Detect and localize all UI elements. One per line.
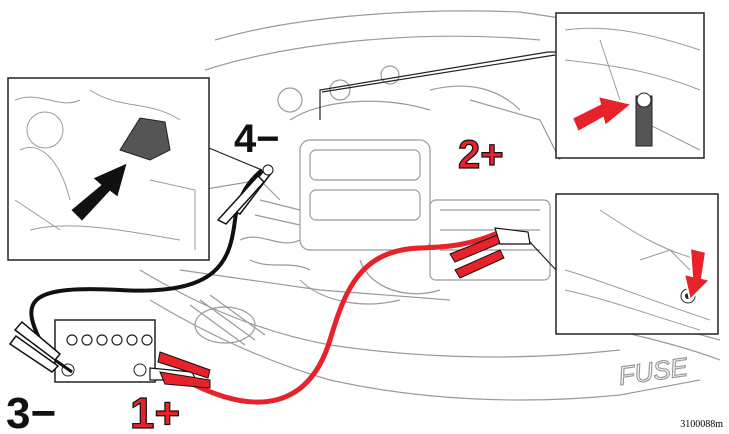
step-label-2: 2+ [458,133,504,177]
figure-code: 3100088m [680,419,723,430]
inset-left [7,77,210,261]
step-label-3: 3− [6,389,56,434]
engine-fuse-text: FUSE [617,351,690,390]
red-down-arrow-icon [682,246,712,302]
negative-cable [8,164,274,374]
step-label-4: 4− [234,117,280,161]
negative-clamp-engine [216,164,274,225]
positive-clamp-battery [149,351,211,389]
positive-clamp-engine [449,227,531,279]
black-arrow-icon [68,160,130,224]
engine-bay-drawing [139,10,721,401]
positive-cable [149,227,531,405]
inset-right [555,193,719,335]
step-label-1: 1+ [130,389,180,434]
inset-top [555,12,705,159]
red-arrow-icon [570,94,635,134]
negative-clamp-battery [8,320,73,374]
donor-battery [54,319,156,383]
